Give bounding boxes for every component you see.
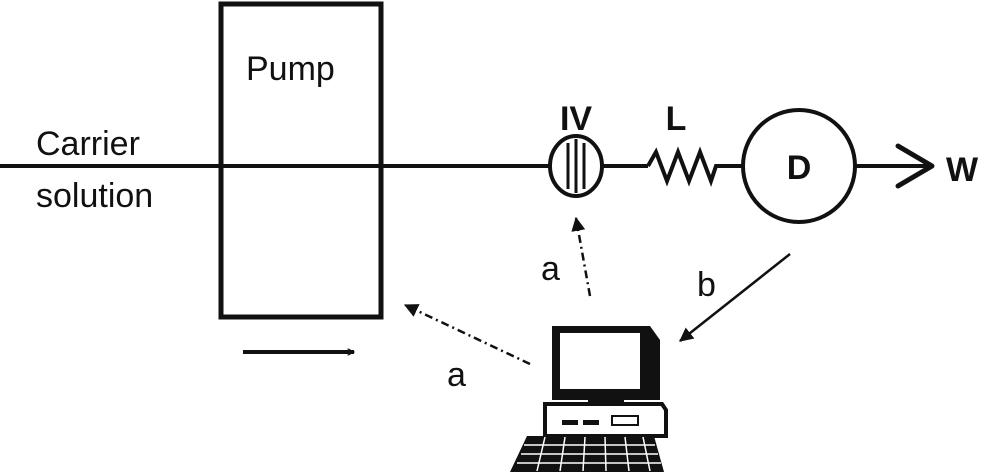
- pump-label: Pump: [246, 50, 335, 88]
- signal-label-a-pump: a: [447, 356, 466, 394]
- signal-label-b: b: [697, 266, 716, 304]
- pump-box: [218, 1, 384, 320]
- detector-circle: [741, 108, 857, 224]
- signal-label-a-valve: a: [541, 250, 560, 288]
- injection-valve-label: IV: [560, 100, 592, 138]
- computer-icon: [510, 326, 668, 472]
- waste-label: W: [946, 151, 979, 189]
- carrier-label-line2: solution: [36, 177, 153, 215]
- signal-line-valve: [571, 216, 592, 297]
- detector-label: D: [787, 149, 812, 187]
- waste-arrow-head: [895, 143, 935, 189]
- signal-line-pump: [403, 303, 531, 366]
- coil-label: L: [666, 100, 687, 138]
- carrier-label-line1: Carrier: [36, 125, 140, 163]
- signal-line-detector: [679, 253, 791, 342]
- reaction-coil: [646, 146, 742, 187]
